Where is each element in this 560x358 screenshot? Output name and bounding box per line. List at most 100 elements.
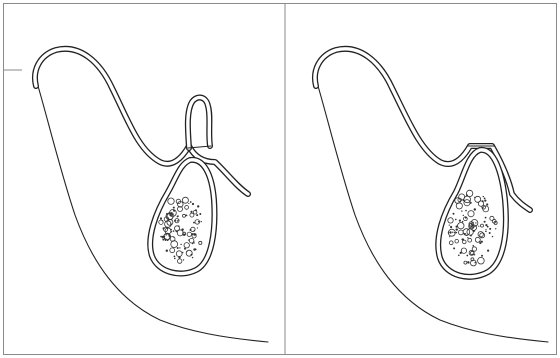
bone-speck <box>163 227 165 229</box>
bone-speck <box>181 228 183 230</box>
bone-pore <box>455 239 459 243</box>
bone-speck <box>463 200 465 202</box>
bone-speck <box>487 250 489 252</box>
bone-speck <box>449 225 450 226</box>
bone-pore <box>459 230 464 235</box>
bone-pore <box>458 223 464 229</box>
bone-speck <box>481 255 483 257</box>
bone-pore <box>185 206 189 210</box>
bone-speck <box>459 220 461 222</box>
bone-pore <box>199 241 202 244</box>
bone-pore <box>183 214 186 217</box>
bone-speck <box>173 207 175 209</box>
bone-pore <box>463 229 470 236</box>
bone-pore <box>461 248 466 253</box>
bone-pore <box>184 243 189 248</box>
bone-pore <box>468 238 472 242</box>
bone-speck <box>472 245 474 247</box>
bone-speck <box>456 228 458 230</box>
bone-pore <box>480 233 485 238</box>
bone-speck <box>463 215 464 216</box>
bone-speck <box>177 220 178 221</box>
bone-pore <box>170 248 175 253</box>
bone-pore <box>455 198 461 204</box>
bone-speck <box>472 222 474 224</box>
bone-speck <box>461 210 462 211</box>
bone-speck <box>484 221 486 223</box>
bone-speck <box>467 237 468 238</box>
bone-speck <box>162 237 163 238</box>
bone-pore <box>490 216 494 220</box>
bone-speck <box>489 228 491 230</box>
bone-speck <box>450 226 452 228</box>
bone-speck <box>487 226 489 228</box>
left-gum-line-outer <box>35 49 248 194</box>
bone-speck <box>474 197 475 198</box>
bone-speck <box>485 224 487 226</box>
bone-pore <box>449 241 453 245</box>
bone-speck <box>465 210 467 212</box>
bone-pore <box>478 201 483 206</box>
bone-speck <box>193 241 194 242</box>
bone-speck <box>174 256 176 258</box>
bone-speck <box>160 236 162 238</box>
bone-speck <box>166 234 167 235</box>
bone-speck <box>474 208 476 210</box>
bone-speck <box>468 262 469 263</box>
bone-pore <box>468 211 474 217</box>
bone-pore <box>178 259 182 263</box>
bone-speck <box>196 214 198 216</box>
bone-speck <box>473 253 474 254</box>
bone-speck <box>199 213 201 215</box>
bone-speck <box>179 247 180 248</box>
bone-speck <box>193 233 195 235</box>
bone-pore <box>168 198 174 204</box>
bone-pore <box>466 190 472 196</box>
right-panel <box>315 49 548 342</box>
bone-speck <box>195 209 197 211</box>
bone-pore <box>464 261 467 264</box>
bone-speck <box>188 203 189 204</box>
bone-speck <box>191 254 193 256</box>
bone-pore <box>481 224 484 227</box>
bone-speck <box>466 255 468 257</box>
bone-speck <box>489 232 491 234</box>
bone-pore <box>159 220 163 224</box>
right-gum-line-outer <box>315 49 530 210</box>
bone-speck <box>174 258 176 260</box>
bone-speck <box>192 257 193 258</box>
bone-speck <box>183 259 184 260</box>
bone-speck <box>495 228 496 229</box>
bone-speck <box>170 229 172 231</box>
bone-speck <box>478 226 479 227</box>
bone-speck <box>193 242 194 243</box>
left-panel <box>35 49 268 342</box>
bone-speck <box>177 216 178 217</box>
bone-speck <box>170 231 172 233</box>
bone-pore <box>463 240 467 244</box>
bone-speck <box>458 255 460 257</box>
left-bone-texture <box>159 197 202 263</box>
bone-speck <box>475 222 476 223</box>
bone-speck <box>461 239 462 240</box>
bone-pore <box>176 251 182 257</box>
right-jaw-outline <box>318 86 548 342</box>
bone-pore <box>171 241 178 248</box>
bone-pore <box>177 230 183 236</box>
bone-speck <box>492 236 493 237</box>
bone-pore <box>189 238 194 243</box>
bone-speck <box>483 196 484 197</box>
bone-speck <box>485 229 486 230</box>
bone-speck <box>455 219 457 221</box>
bone-speck <box>485 231 487 233</box>
bone-pore <box>448 218 453 223</box>
bone-speck <box>479 241 480 242</box>
left-jaw-outline <box>38 86 268 342</box>
bone-pore <box>478 257 485 264</box>
bone-pore <box>190 213 194 217</box>
bone-pore <box>191 227 195 231</box>
bone-speck <box>452 232 453 233</box>
bone-speck <box>197 227 198 228</box>
right-gum-line-inner <box>315 49 530 210</box>
